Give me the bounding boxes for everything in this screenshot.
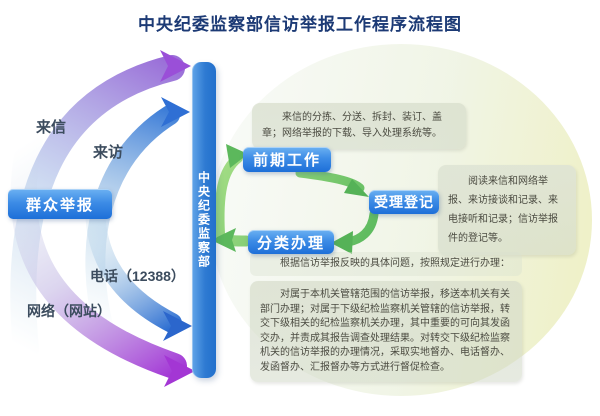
central-authority-bar: 中央纪委监察部 xyxy=(192,62,216,378)
step-classified-handling: 分类办理 xyxy=(248,230,334,254)
channel-label-phone: 电话（12388） xyxy=(90,268,185,284)
note-acceptance-registration: 阅读来信和网络举报、来访接谈和记录、来电接听和记录；信访举报件的登记等。 xyxy=(438,165,576,255)
note-classified-handling-intro: 根据信访举报反映的具体问题，按照规定进行办理： xyxy=(250,252,522,276)
flow-arrowhead-bar-icon xyxy=(211,228,236,252)
visit-arrowhead-icon xyxy=(161,97,190,127)
step-acceptance-registration: 受理登记 xyxy=(369,190,439,214)
web-arrow xyxy=(10,127,187,379)
phone-arrowhead-icon xyxy=(163,311,192,341)
web-arrowhead-icon xyxy=(164,355,195,387)
step-preliminary-work: 前期工作 xyxy=(243,147,331,172)
channel-label-visit: 来访 xyxy=(93,144,124,161)
page-title: 中央纪委监察部信访举报工作程序流程图 xyxy=(138,15,462,34)
flow-arrowhead-step2-icon xyxy=(344,179,369,197)
channel-label-web: 网络（网站） xyxy=(27,303,111,319)
flow-arrow-bar-to-step1 xyxy=(214,153,243,239)
flow-arrowhead-step3-icon xyxy=(331,231,353,254)
public-report-box: 群众举报 xyxy=(8,189,112,219)
note-preliminary-work: 来信的分拣、分送、拆封、装订、盖章；网络举报的下载、导入处理系统等。 xyxy=(252,103,466,149)
letter-arrowhead-icon xyxy=(160,50,191,82)
flow-arrowhead-step1-icon xyxy=(226,144,248,168)
channel-label-letter: 来信 xyxy=(36,119,67,136)
note-classified-handling-detail: 对属于本机关管辖范围的信访举报，移送本机关有关部门办理；对属于下级纪检监察机关管… xyxy=(250,281,522,382)
letter-arrow xyxy=(10,55,185,363)
central-authority-label: 中央纪委监察部 xyxy=(196,171,211,269)
